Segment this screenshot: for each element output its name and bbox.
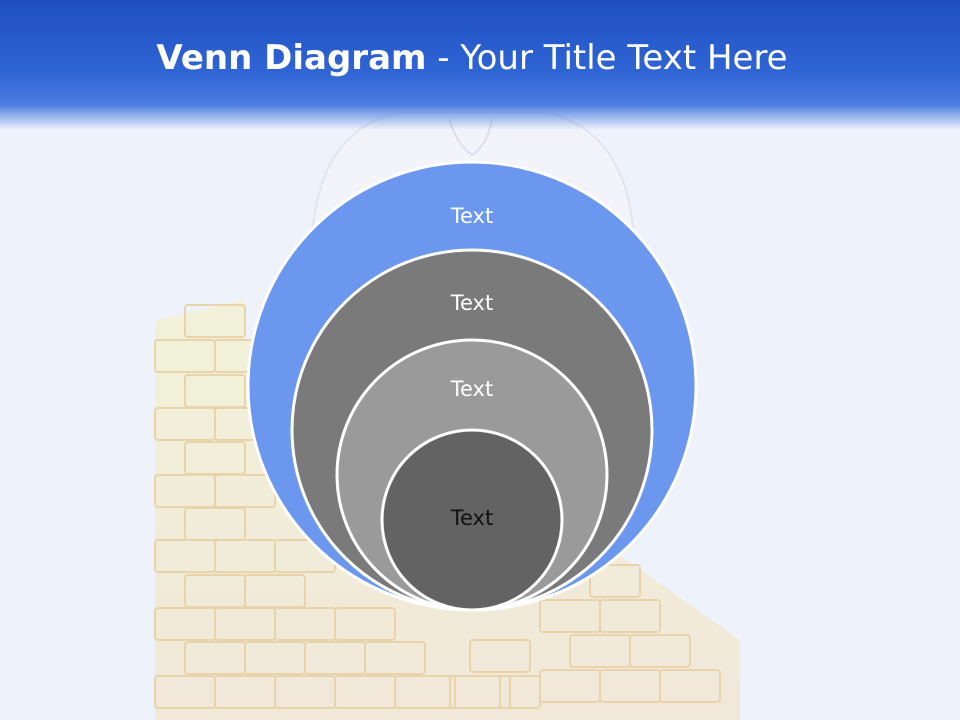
- venn-label-third: Text: [450, 377, 494, 401]
- slide-title: Venn Diagram - Your Title Text Here: [0, 38, 944, 78]
- venn-label-second: Text: [450, 291, 494, 315]
- title-bold: Venn Diagram: [156, 38, 427, 78]
- title-rest: - Your Title Text Here: [426, 38, 788, 78]
- venn-label-outer: Text: [450, 204, 494, 228]
- venn-circle-inner: [380, 428, 564, 612]
- venn-label-inner: Text: [450, 506, 494, 530]
- title-bar: [0, 0, 960, 130]
